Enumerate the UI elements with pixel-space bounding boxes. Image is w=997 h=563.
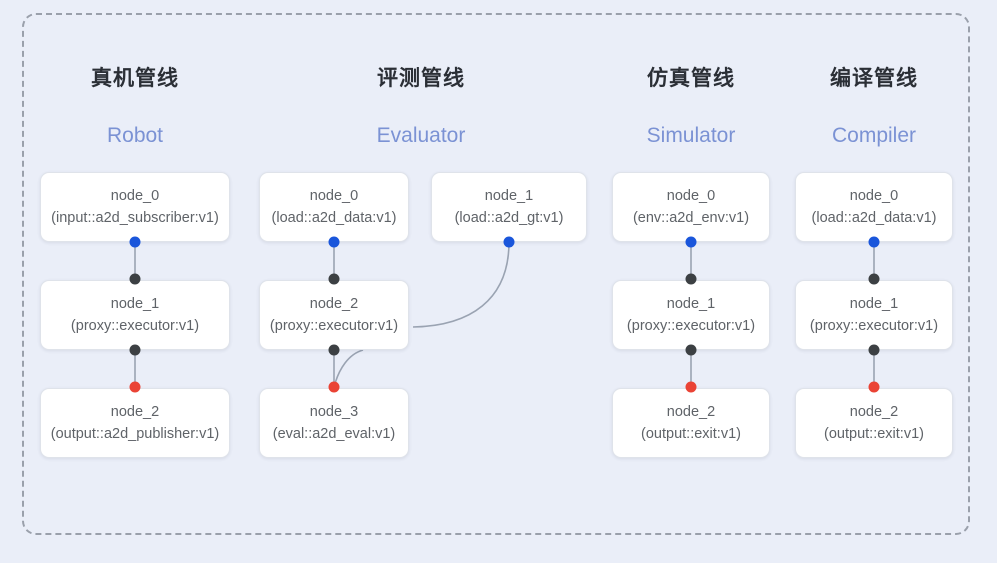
- port-input-evaluator-0[interactable]: [328, 236, 340, 248]
- node-robot-0[interactable]: node_0 (input::a2d_subscriber:v1): [40, 172, 230, 242]
- node-compiler-0[interactable]: node_0 (load::a2d_data:v1): [795, 172, 953, 242]
- node-id: node_0: [309, 187, 359, 204]
- column-title-en-simulator: Simulator: [646, 124, 736, 147]
- port-input-compiler-0[interactable]: [868, 236, 880, 248]
- port-top-simulator-1[interactable]: [685, 273, 697, 285]
- node-id: node_2: [666, 403, 716, 420]
- node-kind: (proxy::executor:v1): [626, 318, 756, 334]
- port-input-evaluator-1[interactable]: [503, 236, 515, 248]
- port-output-robot-2[interactable]: [129, 381, 141, 393]
- port-top-compiler-1[interactable]: [868, 273, 880, 285]
- node-evaluator-3[interactable]: node_3 (eval::a2d_eval:v1): [259, 388, 409, 458]
- column-title-en-compiler: Compiler: [831, 124, 917, 147]
- node-kind: (eval::a2d_eval:v1): [272, 426, 396, 442]
- node-evaluator-0[interactable]: node_0 (load::a2d_data:v1): [259, 172, 409, 242]
- node-id: node_0: [110, 187, 160, 204]
- node-kind: (output::a2d_publisher:v1): [50, 426, 220, 442]
- node-kind: (load::a2d_data:v1): [271, 210, 397, 226]
- node-id: node_1: [484, 187, 534, 204]
- node-kind: (output::exit:v1): [641, 426, 741, 442]
- node-kind: (load::a2d_data:v1): [811, 210, 937, 226]
- node-kind: (output::exit:v1): [824, 426, 924, 442]
- node-simulator-0[interactable]: node_0 (env::a2d_env:v1): [612, 172, 770, 242]
- port-output-compiler-2[interactable]: [868, 381, 880, 393]
- port-output-simulator-2[interactable]: [685, 381, 697, 393]
- port-input-simulator-0[interactable]: [685, 236, 697, 248]
- node-id: node_1: [110, 295, 160, 312]
- node-evaluator-1[interactable]: node_1 (load::a2d_gt:v1): [431, 172, 587, 242]
- node-id: node_2: [849, 403, 899, 420]
- node-compiler-2[interactable]: node_2 (output::exit:v1): [795, 388, 953, 458]
- node-kind: (load::a2d_gt:v1): [454, 210, 564, 226]
- node-id: node_0: [666, 187, 716, 204]
- node-compiler-1[interactable]: node_1 (proxy::executor:v1): [795, 280, 953, 350]
- column-title-cn-simulator: 仿真管线: [647, 67, 735, 90]
- node-id: node_0: [849, 187, 899, 204]
- node-robot-1[interactable]: node_1 (proxy::executor:v1): [40, 280, 230, 350]
- node-robot-2[interactable]: node_2 (output::a2d_publisher:v1): [40, 388, 230, 458]
- node-kind: (input::a2d_subscriber:v1): [51, 210, 219, 226]
- column-title-cn-evaluator: 评测管线: [377, 67, 465, 90]
- node-kind: (proxy::executor:v1): [809, 318, 939, 334]
- node-id: node_2: [309, 295, 359, 312]
- node-simulator-2[interactable]: node_2 (output::exit:v1): [612, 388, 770, 458]
- node-kind: (env::a2d_env:v1): [632, 210, 750, 226]
- node-id: node_1: [849, 295, 899, 312]
- port-top-evaluator-2[interactable]: [328, 273, 340, 285]
- node-id: node_1: [666, 295, 716, 312]
- port-top-robot-1[interactable]: [129, 273, 141, 285]
- column-title-cn-compiler: 编译管线: [830, 67, 918, 90]
- node-id: node_3: [309, 403, 359, 420]
- node-id: node_2: [110, 403, 160, 420]
- node-kind: (proxy::executor:v1): [269, 318, 399, 334]
- port-bottom-evaluator-2[interactable]: [328, 344, 340, 356]
- edge-eval-gt-to-executor: [412, 241, 510, 328]
- column-title-cn-robot: 真机管线: [91, 67, 179, 90]
- column-title-en-evaluator: Evaluator: [376, 124, 466, 147]
- edge-eval-executor-to-eval: [333, 349, 364, 388]
- node-simulator-1[interactable]: node_1 (proxy::executor:v1): [612, 280, 770, 350]
- port-bottom-robot-1[interactable]: [129, 344, 141, 356]
- port-input-robot-0[interactable]: [129, 236, 141, 248]
- column-title-en-robot: Robot: [106, 124, 164, 147]
- port-bottom-compiler-1[interactable]: [868, 344, 880, 356]
- node-evaluator-2[interactable]: node_2 (proxy::executor:v1): [259, 280, 409, 350]
- port-bottom-simulator-1[interactable]: [685, 344, 697, 356]
- port-output-evaluator-3[interactable]: [328, 381, 340, 393]
- node-kind: (proxy::executor:v1): [70, 318, 200, 334]
